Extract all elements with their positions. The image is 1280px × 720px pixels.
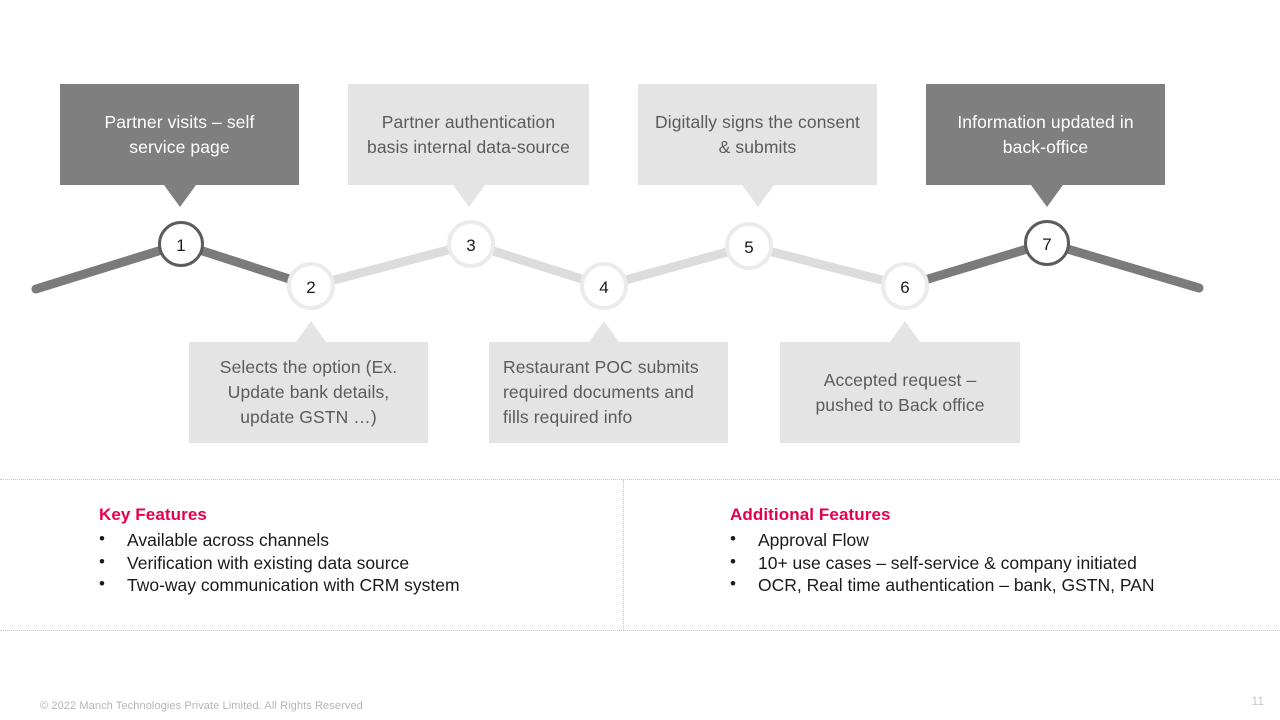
flow-node-1[interactable]: 1 [158,221,204,267]
flow-node-4[interactable]: 4 [580,262,628,310]
segment-5-6 [744,241,910,291]
process-flow-diagram: 1 2 3 4 5 6 7 [31,84,1204,443]
callout-step-1[interactable]: Partner visits – self service page [60,84,299,207]
callout-tail-up-icon [296,321,326,342]
segment-6-7 [900,238,1052,291]
callout-tail-down-icon [453,185,485,207]
key-features-list: • Available across channels • Verificati… [99,529,460,597]
callout-tail-down-icon [1031,185,1063,207]
bullet-icon: • [730,529,736,548]
flow-node-2-label: 2 [306,278,315,297]
list-item-label: Available across channels [127,530,330,550]
list-item: • Verification with existing data source [99,552,460,575]
callout-step-4-text: Restaurant POC submits required document… [503,357,699,427]
bullet-icon: • [99,574,105,593]
callout-tail-up-icon [890,321,920,342]
callout-step-3-text: Partner authentication basis internal da… [367,111,570,157]
callout-tail-down-icon [164,185,196,207]
segment-start-1 [31,239,186,294]
flow-node-1-label: 1 [176,236,185,255]
callout-step-5-text: Digitally signs the consent & submits [654,111,861,157]
flow-node-7-label: 7 [1042,235,1051,254]
list-item-label: Two-way communication with CRM system [127,575,460,595]
additional-features-list: • Approval Flow • 10+ use cases – self-s… [730,529,1155,597]
additional-features-section: Additional Features • Approval Flow • 10… [730,505,1155,597]
callout-step-7[interactable]: Information updated in back-office [926,84,1165,207]
flow-node-3-label: 3 [466,236,475,255]
flow-node-5-label: 5 [744,238,753,257]
callout-step-2[interactable]: Selects the option (Ex. Update bank deta… [189,321,428,443]
callout-step-7-text: Information updated in back-office [957,111,1134,157]
callout-step-6[interactable]: Accepted request – pushed to Back office [780,321,1020,443]
callout-step-3[interactable]: Partner authentication basis internal da… [348,84,589,207]
list-item: • 10+ use cases – self-service & company… [730,552,1155,575]
flow-node-6-label: 6 [900,278,909,297]
segment-7-end [1042,238,1204,293]
callout-step-2-text: Selects the option (Ex. Update bank deta… [219,357,398,427]
additional-features-title: Additional Features [730,505,891,524]
flow-node-6[interactable]: 6 [881,262,929,310]
callout-step-1-text: Partner visits – self service page [104,111,255,157]
list-item-label: OCR, Real time authentication – bank, GS… [758,575,1155,595]
list-item: • Two-way communication with CRM system [99,574,460,597]
callout-step-5[interactable]: Digitally signs the consent & submits [638,84,877,207]
footer-copyright: © 2022 Manch Technologies Private Limite… [40,700,363,712]
divider-bottom [0,630,1280,631]
bullet-icon: • [99,529,105,548]
flow-zigzag-line: 1 2 3 4 5 6 7 [31,220,1204,310]
bullet-icon: • [730,551,736,571]
segment-2-3 [306,239,476,291]
divider-vertical [623,480,624,630]
list-item: • OCR, Real time authentication – bank, … [730,574,1155,597]
callout-tail-down-icon [742,185,774,207]
page-number: 11 [1251,694,1264,708]
segment-4-5 [599,241,754,291]
list-item-label: Approval Flow [758,530,869,550]
callout-step-4[interactable]: Restaurant POC submits required document… [489,321,728,443]
bullet-icon: • [99,551,105,571]
flow-node-5[interactable]: 5 [725,222,773,270]
flow-node-3[interactable]: 3 [447,220,495,268]
key-features-section: Key Features • Available across channels… [99,505,460,597]
flow-node-7[interactable]: 7 [1024,220,1070,266]
key-features-title: Key Features [99,505,207,524]
list-item: • Approval Flow [730,529,1155,552]
flow-node-4-label: 4 [599,278,608,297]
divider-top [0,479,1280,480]
list-item: • Available across channels [99,529,460,552]
list-item-label: Verification with existing data source [127,552,410,573]
callout-tail-up-icon [589,321,619,342]
flow-node-2[interactable]: 2 [287,262,335,310]
list-item-label: 10+ use cases – self-service & company i… [758,552,1137,573]
callout-step-6-text: Accepted request – pushed to Back office [815,369,985,415]
bullet-icon: • [730,574,736,593]
